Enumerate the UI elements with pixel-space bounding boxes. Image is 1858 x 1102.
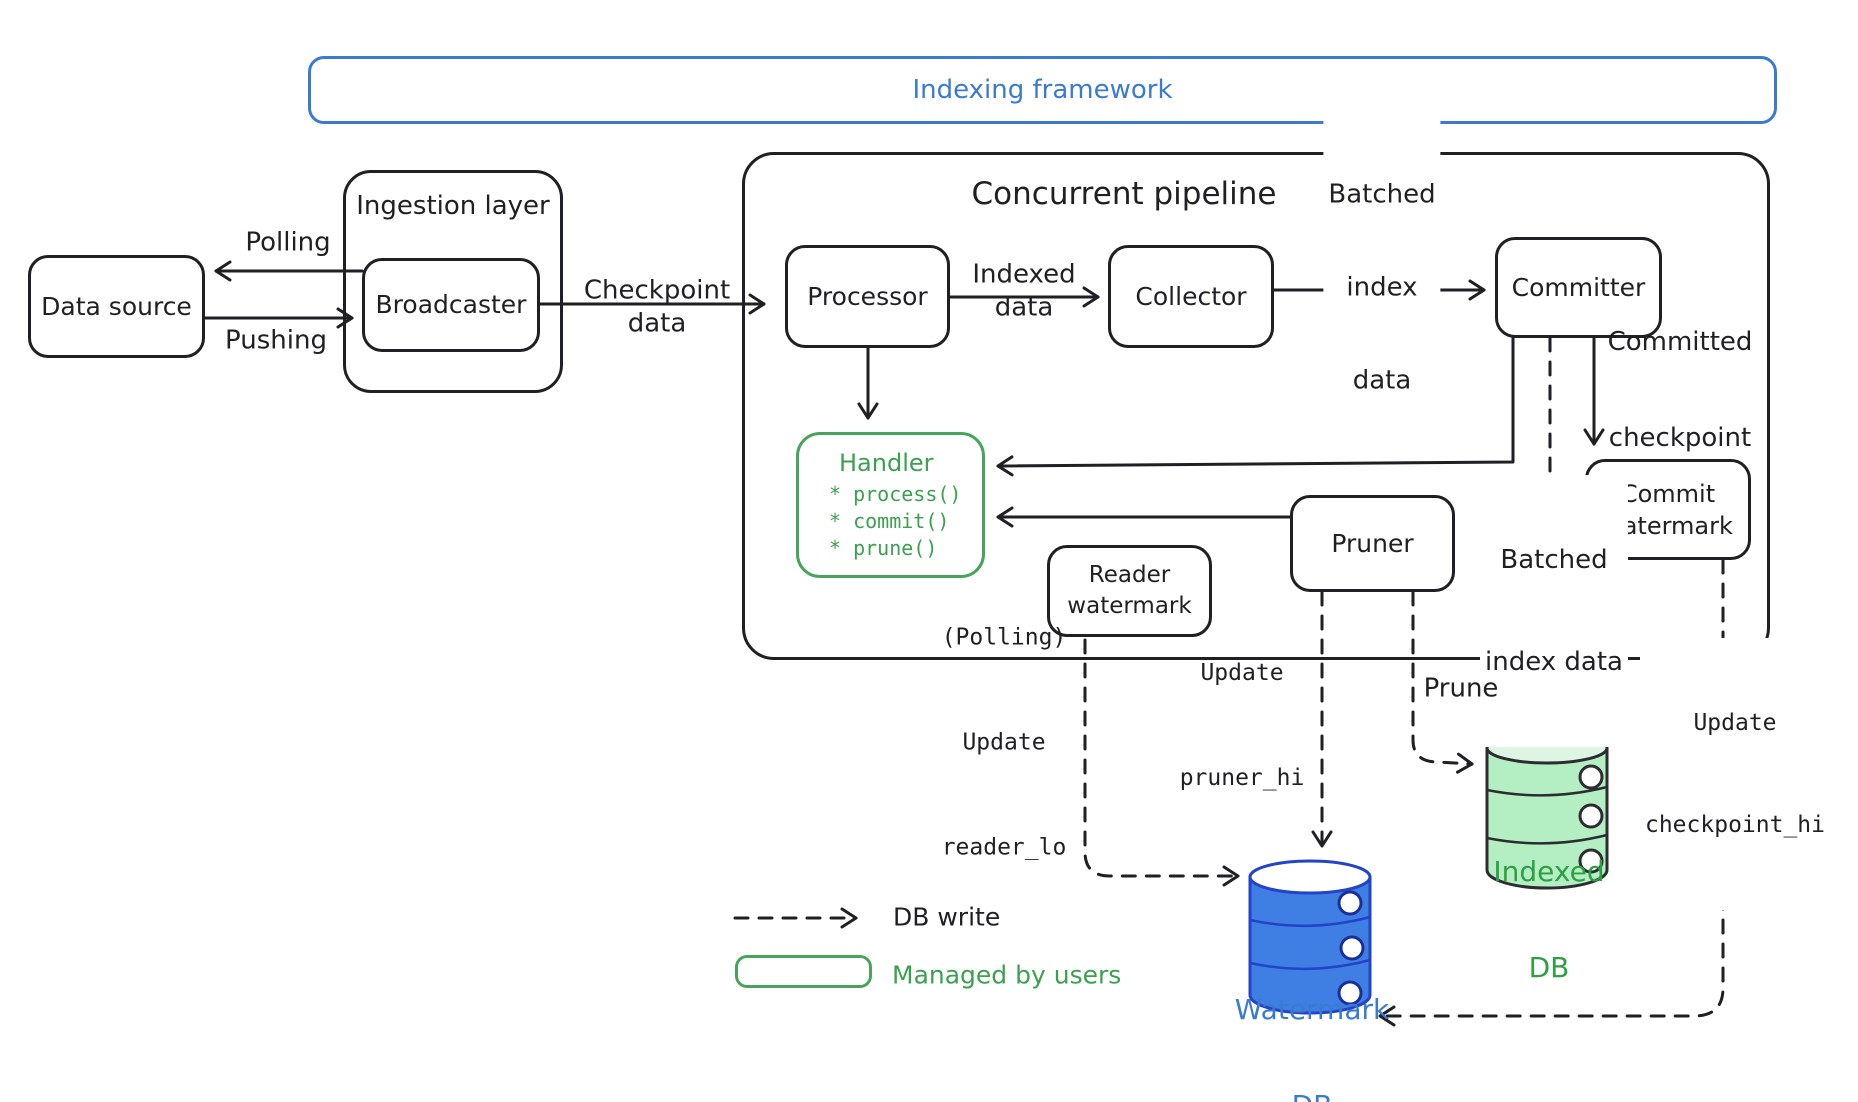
indexing-framework-title: Indexing framework [912,75,1173,105]
checkpoint-data-label: Checkpoint data [583,275,731,339]
legend-db-write-label: DB write [893,902,1001,932]
commit-watermark-label-line1: Commit [1620,479,1716,508]
ingestion-layer-title: Ingestion layer [356,191,550,221]
watermark-db-label: Watermark DB [1234,993,1390,1102]
broadcaster-node: Broadcaster [362,258,540,352]
data-source-node: Data source [28,255,205,358]
dashed-reader-watermark-to-watermark-db [1083,638,1240,887]
data-source-label: Data source [41,291,192,321]
processor-node: Processor [785,245,950,348]
dashed-prune-to-indexed-db [1411,590,1474,774]
broadcaster-label: Broadcaster [375,290,527,319]
handler-method-commit: * commit() [829,509,950,533]
concurrent-pipeline-title: Concurrent pipeline [971,176,1277,212]
ingestion-layer-box [343,170,563,393]
update-checkpoint-hi-label: Update checkpoint_hi [1639,638,1831,910]
handler-method-process: * process() [829,482,962,506]
collector-label: Collector [1135,281,1247,311]
committer-label: Committer [1511,272,1646,302]
polling-update-reader-lo-label: (Polling) Update reader_lo [941,624,1067,861]
watermark-db-cylinder [1248,859,1372,1015]
pruner-label: Pruner [1331,528,1414,558]
concurrent-pipeline-box [742,152,1770,660]
update-pruner-hi-label: Update pruner_hi [1179,660,1305,791]
indexed-db-label: Indexed DB [1493,855,1605,984]
arrow-committer-to-handler [996,336,1515,477]
pushing-label: Pushing [225,325,327,356]
prune-label: Prune [1423,673,1499,704]
collector-node: Collector [1108,245,1274,348]
pruner-node: Pruner [1290,495,1455,592]
batched-index-data-label: Batched index data [1323,117,1441,459]
committed-checkpoint-label: Committed checkpoint [1607,327,1753,453]
reader-watermark-label-line1: Reader [1088,562,1171,588]
polling-label: Polling [245,227,331,258]
indexing-framework-frame: Indexing framework [308,56,1777,124]
processor-label: Processor [807,281,928,311]
handler-title: Handler [839,449,934,477]
legend-managed-swatch [735,955,872,988]
reader-watermark-label-line2: watermark [1067,593,1192,619]
handler-method-prune: * prune() [829,536,938,560]
legend-managed-by-users-label: Managed by users [892,960,1122,990]
handler-node: Handler * process() * commit() * prune() [796,432,985,578]
batched-index-data-2-label: Batched index data [1480,475,1628,747]
committer-node: Committer [1495,237,1662,338]
indexed-data-label: Indexed data [972,259,1076,323]
reader-watermark-node: Reader watermark [1047,545,1212,637]
